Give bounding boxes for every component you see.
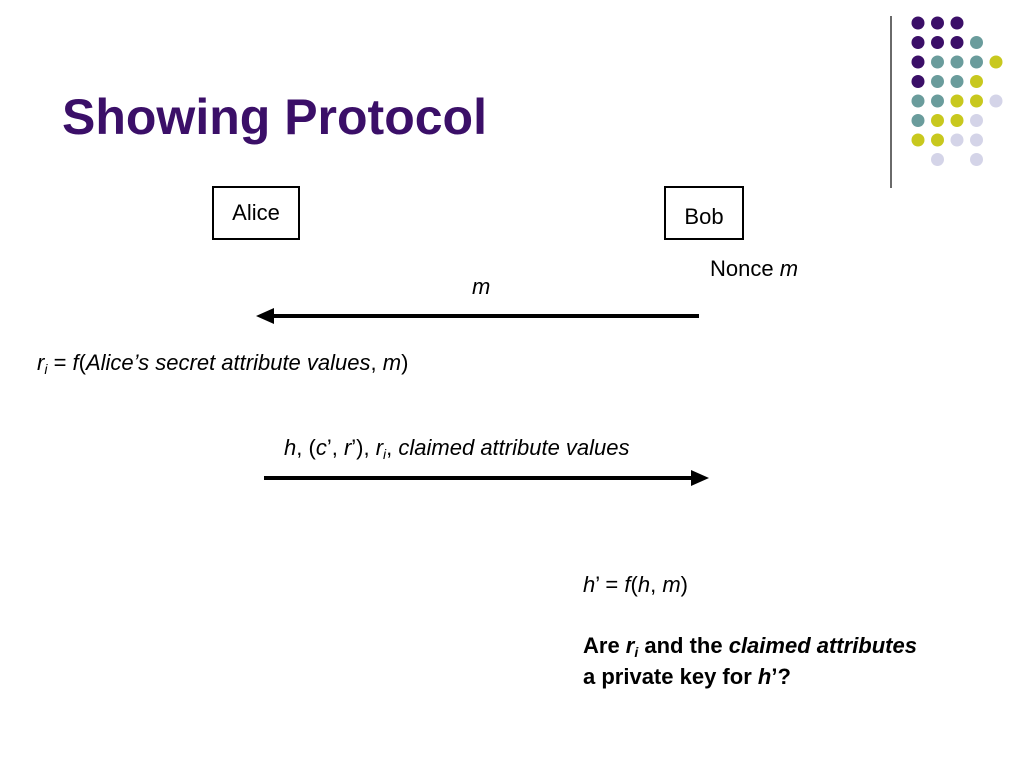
decorative-dot bbox=[970, 153, 983, 166]
ri-formula: ri = f(Alice’s secret attribute values, … bbox=[37, 350, 409, 377]
hprime-formula: h’ = f(h, m) bbox=[583, 572, 688, 597]
decorative-dot bbox=[911, 114, 925, 127]
decorative-dot bbox=[911, 133, 925, 147]
nonce-label: Nonce m bbox=[710, 256, 799, 281]
decorative-dot bbox=[950, 55, 964, 69]
alice-label: Alice bbox=[232, 200, 280, 225]
decorative-dot bbox=[950, 36, 964, 49]
decorative-dot bbox=[970, 55, 983, 69]
decorative-dot bbox=[970, 114, 983, 127]
decorative-dot bbox=[950, 133, 964, 147]
decorative-dot bbox=[911, 75, 925, 88]
decorative-dot bbox=[911, 16, 925, 30]
decorative-dot bbox=[911, 55, 925, 69]
decorative-dot bbox=[950, 94, 964, 108]
decorative-dot bbox=[970, 94, 983, 108]
decorative-dot bbox=[931, 16, 944, 30]
slide-title: Showing Protocol bbox=[62, 89, 487, 145]
decorative-dot bbox=[950, 114, 964, 127]
message1-label: m bbox=[472, 274, 491, 299]
decorative-dot bbox=[911, 94, 925, 108]
decorative-dot bbox=[931, 153, 944, 166]
decorative-dot bbox=[911, 36, 925, 49]
decorative-dot bbox=[931, 36, 944, 49]
divider-line bbox=[890, 16, 892, 188]
decorative-dot bbox=[989, 94, 1003, 108]
question-line1: Are ri and the claimed attributes bbox=[583, 633, 917, 660]
bob-box: Bob bbox=[664, 186, 744, 240]
decorative-dot bbox=[950, 75, 964, 88]
question-line2: a private key for h’? bbox=[583, 664, 791, 689]
decorative-dot-grid bbox=[911, 16, 1003, 166]
decorative-dot bbox=[931, 75, 944, 88]
decorative-dot bbox=[970, 36, 983, 49]
decorative-dot bbox=[931, 94, 944, 108]
decorative-dot bbox=[989, 55, 1003, 69]
decorative-dot bbox=[950, 16, 964, 30]
message2-label: h, (c’, r’), ri, claimed attribute value… bbox=[284, 435, 630, 462]
decorative-dot bbox=[931, 114, 944, 127]
decorative-dot bbox=[931, 133, 944, 147]
bob-label: Bob bbox=[684, 204, 724, 229]
alice-box: Alice bbox=[212, 186, 300, 240]
decorative-dot bbox=[970, 133, 983, 147]
decorative-dot bbox=[970, 75, 983, 88]
decorative-dot bbox=[931, 55, 944, 69]
arrow-bob-to-alice bbox=[256, 308, 699, 324]
arrow-alice-to-bob bbox=[264, 470, 709, 486]
